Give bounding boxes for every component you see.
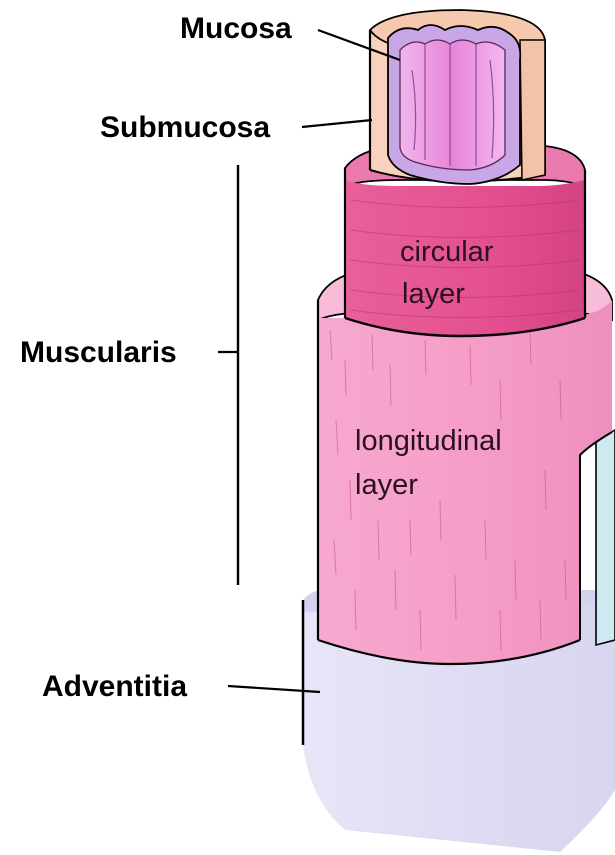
label-mucosa: Mucosa xyxy=(180,12,292,45)
label-muscularis: Muscularis xyxy=(20,336,177,369)
label-adventitia: Adventitia xyxy=(42,670,187,703)
label-longitudinal-line1: longitudinal xyxy=(355,425,502,457)
label-longitudinal-line2: layer xyxy=(355,469,418,501)
mucosa-layer xyxy=(388,25,520,184)
submucosa-leader-line xyxy=(302,120,372,127)
label-circular-line1: circular xyxy=(400,236,494,268)
label-circular-line2: layer xyxy=(402,278,465,310)
label-submucosa: Submucosa xyxy=(100,111,270,144)
